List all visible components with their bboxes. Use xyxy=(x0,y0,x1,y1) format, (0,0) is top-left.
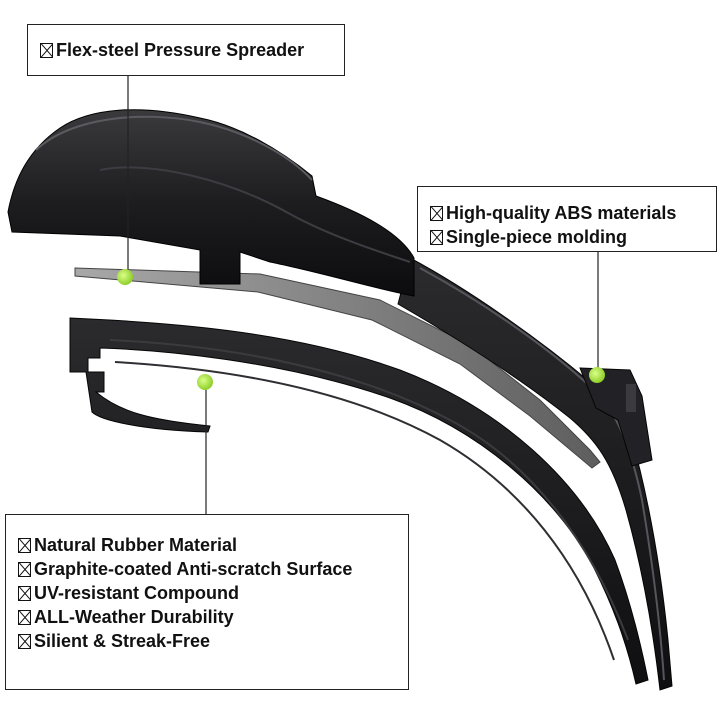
callout-rubber-features: Natural Rubber Material Graphite-coated … xyxy=(5,514,409,690)
box-x-icon xyxy=(18,562,31,577)
callout-line: UV-resistant Compound xyxy=(18,581,408,605)
callout-line: Natural Rubber Material xyxy=(18,533,408,557)
marker-dot-steel xyxy=(117,269,133,285)
end-cap-slot xyxy=(626,384,636,412)
callout-pressure-spreader: Flex-steel Pressure Spreader xyxy=(27,24,345,76)
callout-line: Silient & Streak-Free xyxy=(18,629,408,653)
callout-text: UV-resistant Compound xyxy=(34,583,240,603)
callout-text: Single-piece molding xyxy=(446,227,628,247)
callout-text: Natural Rubber Material xyxy=(34,535,238,555)
spoiler-ridge xyxy=(99,166,411,263)
callout-line: High-quality ABS materials xyxy=(430,201,716,225)
flex-steel-strip xyxy=(74,267,601,469)
callout-text: High-quality ABS materials xyxy=(446,203,677,223)
callout-line: Single-piece molding xyxy=(430,225,716,249)
spoiler-housing xyxy=(7,109,415,297)
box-x-icon xyxy=(430,206,443,221)
box-x-icon xyxy=(18,634,31,649)
callout-line: ALL-Weather Durability xyxy=(18,605,408,629)
callout-line: Graphite-coated Anti-scratch Surface xyxy=(18,557,408,581)
callout-line: Flex-steel Pressure Spreader xyxy=(40,38,344,62)
callout-text: Graphite-coated Anti-scratch Surface xyxy=(34,559,353,579)
callout-abs-materials: High-quality ABS materials Single-piece … xyxy=(417,186,717,252)
marker-dot-rubber xyxy=(197,374,213,390)
marker-dot-endcap xyxy=(589,367,605,383)
box-x-icon xyxy=(40,43,53,58)
rubber-groove-2 xyxy=(114,361,615,661)
box-x-icon xyxy=(18,586,31,601)
box-x-icon xyxy=(18,538,31,553)
rubber-groove-1 xyxy=(109,339,629,641)
callout-text: Flex-steel Pressure Spreader xyxy=(56,40,305,60)
box-x-icon xyxy=(430,230,443,245)
spoiler-top-highlight xyxy=(35,115,313,181)
box-x-icon xyxy=(18,610,31,625)
callout-text: Silient & Streak-Free xyxy=(34,631,211,651)
callout-text: ALL-Weather Durability xyxy=(34,607,234,627)
